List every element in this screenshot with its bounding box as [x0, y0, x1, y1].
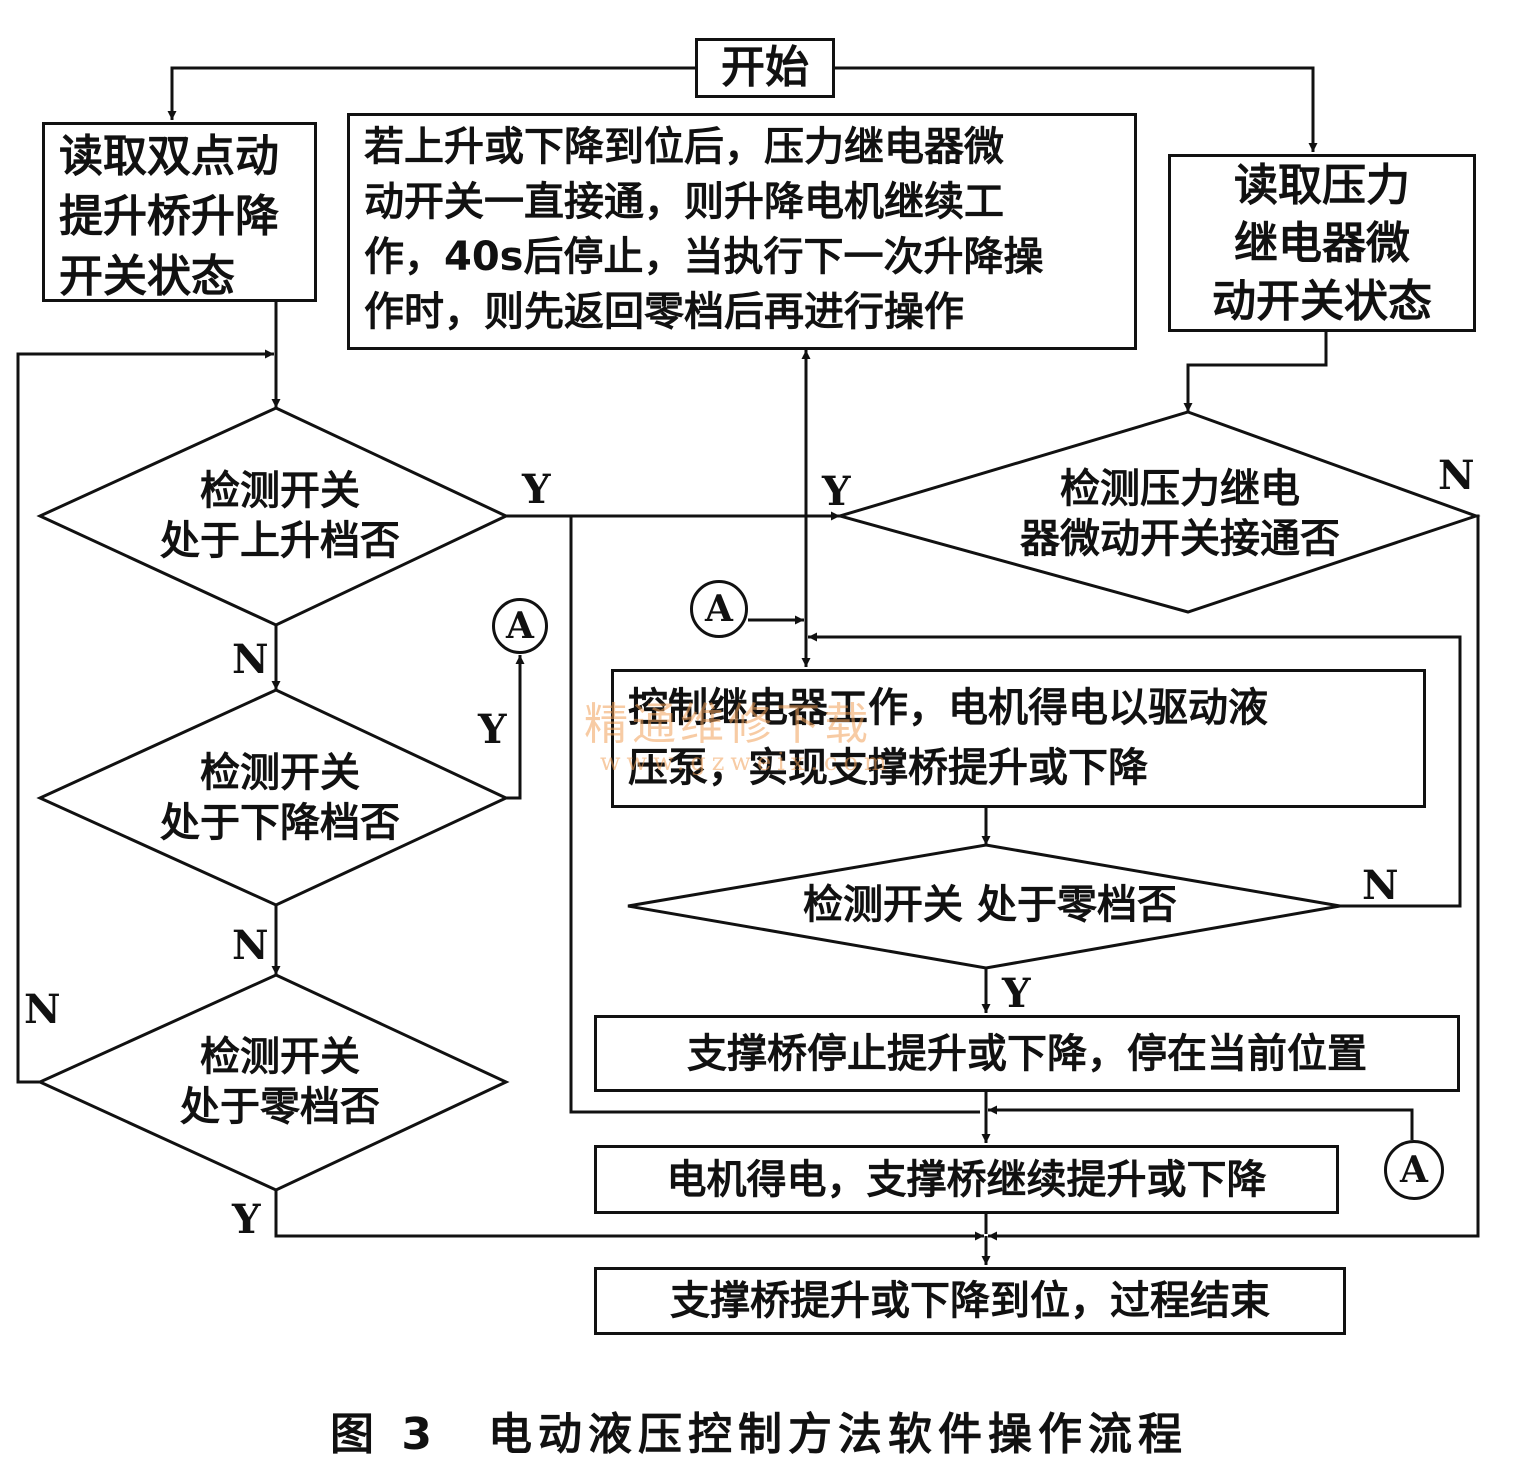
edge-connector-right-to-merge: [988, 1105, 1414, 1140]
decision-up-text: 检测开关 处于上升档否: [160, 468, 400, 564]
decision-pressure: [834, 410, 1481, 614]
node-control-relay: 控制继电器工作，电机得电以驱动液 压泵，实现支撑桥提升或下降: [611, 669, 1426, 808]
figure-caption: 图 3 电动液压控制方法软件操作流程: [330, 1409, 1188, 1460]
label-down-no: N: [232, 922, 269, 969]
decision-zero-left-text: 检测开关 处于零档否: [180, 1034, 380, 1130]
label-up-yes: Y: [522, 466, 551, 513]
edge-read-pressure-to-check: [1183, 332, 1328, 412]
decision-pressure-text: 检测压力继电 器微动开关接通否: [1020, 466, 1340, 562]
label-up-no: N: [232, 636, 269, 683]
edge-left-zero-yes-to-end: [274, 1190, 984, 1241]
node-end: 支撑桥提升或下降到位，过程结束: [594, 1267, 1346, 1335]
node-read-switch: 读取双点动 提升桥升降 开关状态: [42, 122, 317, 302]
edge-down-yes-to-connector: [506, 655, 525, 800]
decision-up: [36, 406, 510, 627]
edge-zero-no-loop: [16, 349, 274, 1084]
edge-up-yes-bypass: [569, 516, 980, 1114]
connector-a-mid: A: [690, 580, 748, 638]
label-zero-right-yes: Y: [1002, 970, 1031, 1017]
label-zero-right-no: N: [1362, 862, 1399, 909]
label-zero-left-no: N: [24, 986, 61, 1033]
connector-a-left: A: [492, 598, 548, 654]
edge-start-to-read-pressure: [835, 66, 1318, 152]
node-start: 开始: [695, 38, 835, 98]
decision-zero-right: [627, 843, 1341, 970]
label-zero-left-yes: Y: [232, 1196, 261, 1243]
node-note: 若上升或下降到位后，压力继电器微 动开关一直接通，则升降电机继续工 作，40s后…: [347, 113, 1137, 350]
connector-a-right: A: [1384, 1140, 1444, 1200]
decision-down: [36, 688, 510, 907]
label-pressure-yes: Y: [822, 468, 851, 515]
node-continue: 电机得电，支撑桥继续提升或下降: [594, 1145, 1339, 1214]
node-stop: 支撑桥停止提升或下降，停在当前位置: [594, 1015, 1460, 1092]
decision-zero-left: [36, 973, 510, 1192]
label-down-yes: Y: [478, 706, 507, 753]
decision-down-text: 检测开关 处于下降档否: [160, 750, 400, 846]
edge-start-to-read-switch: [167, 66, 695, 120]
node-read-pressure: 读取压力 继电器微 动开关状态: [1168, 154, 1476, 332]
decision-zero-right-text: 检测开关 处于零档否: [803, 882, 1177, 928]
label-pressure-no: N: [1438, 452, 1475, 499]
edge-right-zero-no-loop: [808, 632, 1462, 908]
